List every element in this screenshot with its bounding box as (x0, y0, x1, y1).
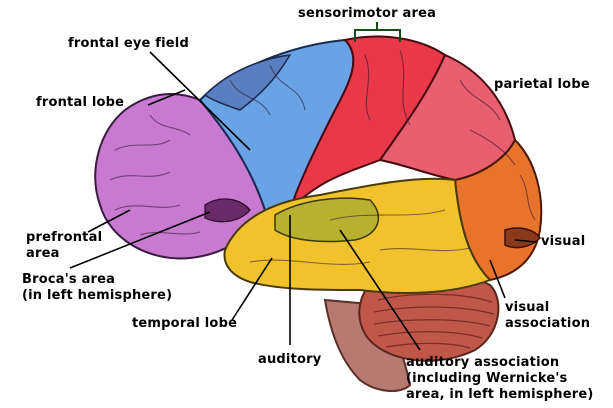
frontal-eye-field-label: frontal eye field (68, 36, 189, 52)
auditory-association-label: auditory association (including Wernicke… (406, 355, 594, 403)
brocas-area-label: Broca's area (in left hemisphere) (22, 272, 172, 304)
visual-label: visual (541, 234, 585, 250)
visual-association-label: visual association (505, 300, 590, 332)
parietal-lobe-label: parietal lobe (494, 77, 590, 93)
temporal-lobe-label: temporal lobe (132, 316, 237, 332)
prefrontal-area-label: prefrontal area (26, 230, 102, 262)
auditory-label: auditory (258, 352, 321, 368)
sensorimotor-area-label: sensorimotor area (298, 6, 436, 22)
frontal-lobe-label: frontal lobe (36, 95, 124, 111)
